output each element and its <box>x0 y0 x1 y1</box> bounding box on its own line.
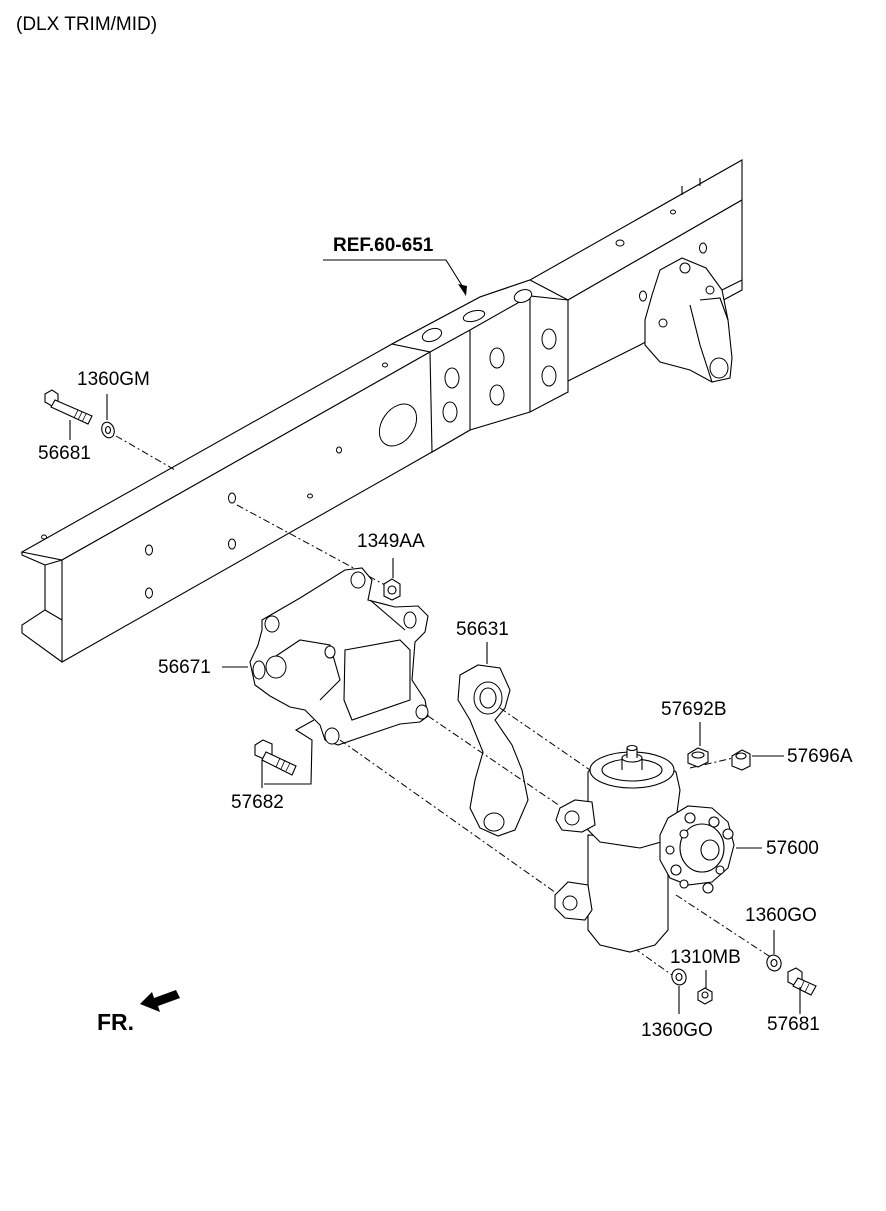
label-56631[interactable]: 56631 <box>456 619 509 640</box>
label-1360GM[interactable]: 1360GM <box>77 369 150 390</box>
label-1360GO-right[interactable]: 1360GO <box>745 905 817 926</box>
bolt-path-57682 <box>264 719 315 785</box>
centerline-pitman <box>499 707 591 771</box>
ref-leader-line <box>323 259 467 293</box>
ref-label: REF.60-651 <box>333 235 434 256</box>
label-57681[interactable]: 57681 <box>767 1014 820 1035</box>
variant-title: (DLX TRIM/MID) <box>16 14 158 35</box>
centerline-1360GO <box>675 894 776 961</box>
label-57692B[interactable]: 57692B <box>661 699 727 720</box>
washer-1360GO-right <box>766 954 782 972</box>
front-direction-arrow-icon <box>140 990 180 1012</box>
label-1349AA[interactable]: 1349AA <box>357 531 425 552</box>
label-56671[interactable]: 56671 <box>158 657 211 678</box>
bolt-57682 <box>254 739 297 776</box>
pitman-arm-56631 <box>457 664 529 837</box>
frame-rail <box>20 159 743 663</box>
centerline-upper-bolt <box>427 715 561 807</box>
bolt-56681 <box>44 389 93 425</box>
nut-1349AA <box>383 578 401 601</box>
label-56681[interactable]: 56681 <box>38 443 91 464</box>
fitting-57692B <box>687 747 709 768</box>
ref-arrow <box>458 284 467 296</box>
nut-1310MB <box>697 987 713 1005</box>
label-1310MB[interactable]: 1310MB <box>670 947 741 968</box>
washer-1360GO-bottom <box>671 968 687 986</box>
steering-gear-box-57600 <box>554 744 735 953</box>
label-1360GO-bottom[interactable]: 1360GO <box>641 1020 713 1041</box>
bracket-56671 <box>249 567 429 746</box>
bolt-57681 <box>787 967 817 996</box>
label-57682[interactable]: 57682 <box>231 792 284 813</box>
washer-1360GM <box>101 421 115 439</box>
fitting-57696A <box>731 749 751 771</box>
centerline-56681 <box>115 435 176 471</box>
label-57696A[interactable]: 57696A <box>787 746 853 767</box>
front-direction-label: FR. <box>97 1009 135 1035</box>
label-57600[interactable]: 57600 <box>766 838 819 859</box>
